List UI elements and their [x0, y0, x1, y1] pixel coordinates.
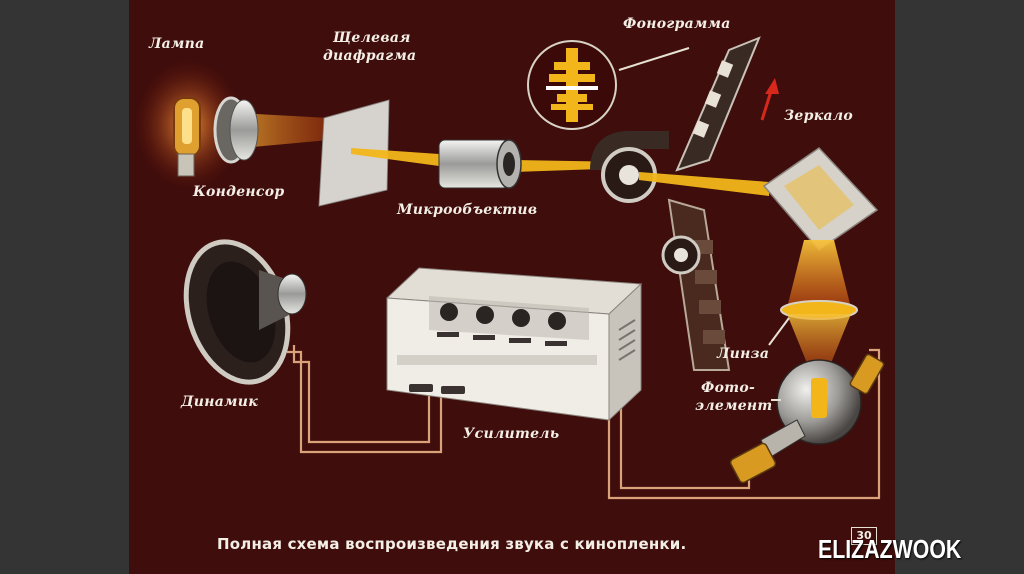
label-slit-diaphragm-line2: диафрагма	[323, 48, 416, 64]
label-lamp: Лампа	[149, 36, 205, 52]
label-photocell-line2: элемент	[695, 398, 773, 414]
mirror-icon	[764, 148, 877, 250]
sound-reproduction-diagram	[129, 0, 895, 574]
label-slit-diaphragm-line1: Щелевая	[333, 30, 411, 46]
film-direction-arrow-icon	[762, 78, 779, 120]
photocell-icon	[729, 353, 884, 483]
label-micro-objective: Микрообъектив	[397, 202, 537, 218]
amplifier-icon	[387, 268, 641, 420]
light-beam-4	[787, 240, 851, 308]
diagram-caption: Полная схема воспроизведения звука с кин…	[217, 535, 686, 553]
label-mirror: Зеркало	[784, 108, 853, 124]
lens-icon	[769, 301, 857, 368]
light-beam-3	[639, 172, 769, 196]
condenser-lens-icon	[215, 98, 329, 162]
watermark: ELIZAZWOOK	[818, 534, 961, 565]
speaker-icon	[169, 229, 306, 396]
label-photocell-line1: Фото-	[701, 380, 755, 396]
phonogram-magnifier-icon	[528, 41, 689, 129]
label-speaker: Динамик	[181, 394, 258, 410]
label-lens: Линза	[717, 346, 769, 362]
label-condenser: Конденсор	[193, 184, 284, 200]
label-phonogram: Фонограмма	[623, 16, 731, 32]
diagram-slide: Лампа Щелевая диафрагма Конденсор Микроо…	[129, 0, 895, 574]
micro-objective-icon	[439, 140, 521, 188]
label-amplifier: Усилитель	[463, 426, 559, 442]
